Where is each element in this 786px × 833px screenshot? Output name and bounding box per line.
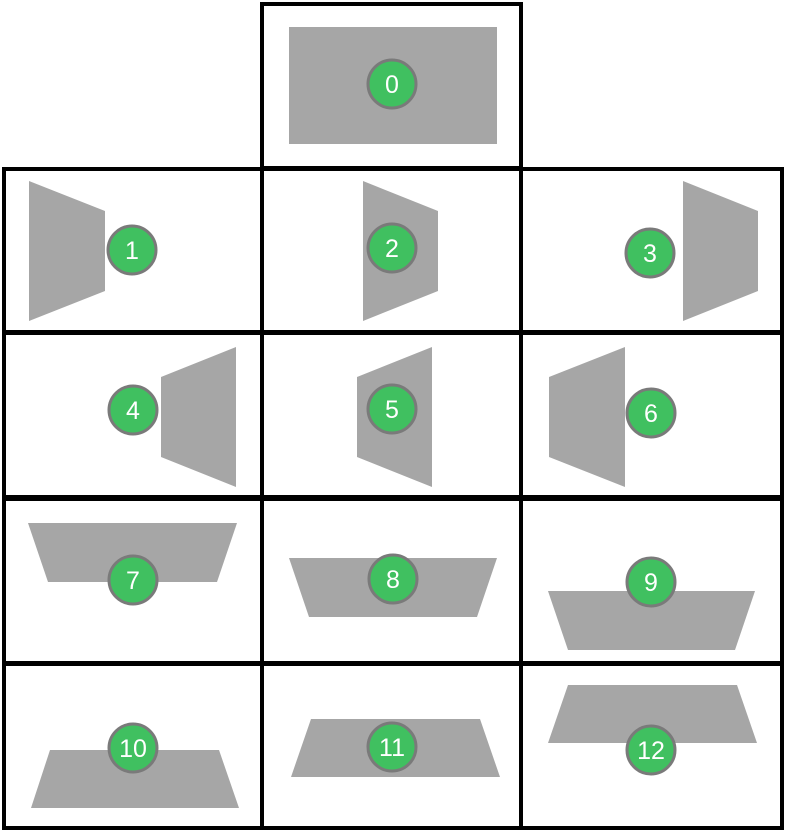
trapezoid-shape-1 [29,181,105,321]
number-badge-11: 11 [366,721,418,773]
trapezoid-shape-3 [683,181,758,321]
badge-circle [366,58,418,110]
badge-circle [107,722,159,774]
badge-label: 0 [385,71,399,99]
badge-circle [624,227,676,279]
badge-label: 11 [379,734,405,762]
badge-label: 5 [385,396,399,424]
badge-label: 7 [126,567,140,595]
badge-label: 8 [386,566,400,594]
number-badge-5: 5 [366,383,418,435]
number-badge-12: 12 [625,724,677,776]
trapezoid-shape-7 [28,523,237,582]
number-badge-8: 8 [367,553,419,605]
trapezoid-shape-12 [548,685,757,743]
badge-label: 12 [637,737,665,765]
number-badge-3: 3 [624,227,676,279]
number-badge-0: 0 [366,58,418,110]
badge-circle [625,724,677,776]
trapezoid-shape-10 [31,750,239,808]
badge-circle [106,224,158,276]
badge-label: 2 [385,235,399,263]
badge-circle [625,556,677,608]
badge-label: 3 [643,240,657,268]
badge-label: 4 [126,397,140,425]
badge-circle [107,384,159,436]
trapezoid-shape-9 [548,591,755,650]
number-badge-10: 10 [107,722,159,774]
number-badge-9: 9 [625,556,677,608]
badge-circle [366,721,418,773]
number-badge-6: 6 [625,387,677,439]
badge-circle [366,383,418,435]
trapezoid-shape-6 [549,347,625,487]
badge-label: 1 [125,237,139,265]
number-badge-7: 7 [107,554,159,606]
badge-label: 10 [119,735,147,763]
badge-circle [625,387,677,439]
number-badge-1: 1 [106,224,158,276]
badge-label: 6 [644,400,658,428]
number-badge-4: 4 [107,384,159,436]
badge-circle [107,554,159,606]
number-badge-2: 2 [366,222,418,274]
trapezoid-shape-4 [161,347,236,487]
badge-label: 9 [644,569,658,597]
badge-circle [367,553,419,605]
badge-circle [366,222,418,274]
grid-cell-12 [519,662,784,830]
